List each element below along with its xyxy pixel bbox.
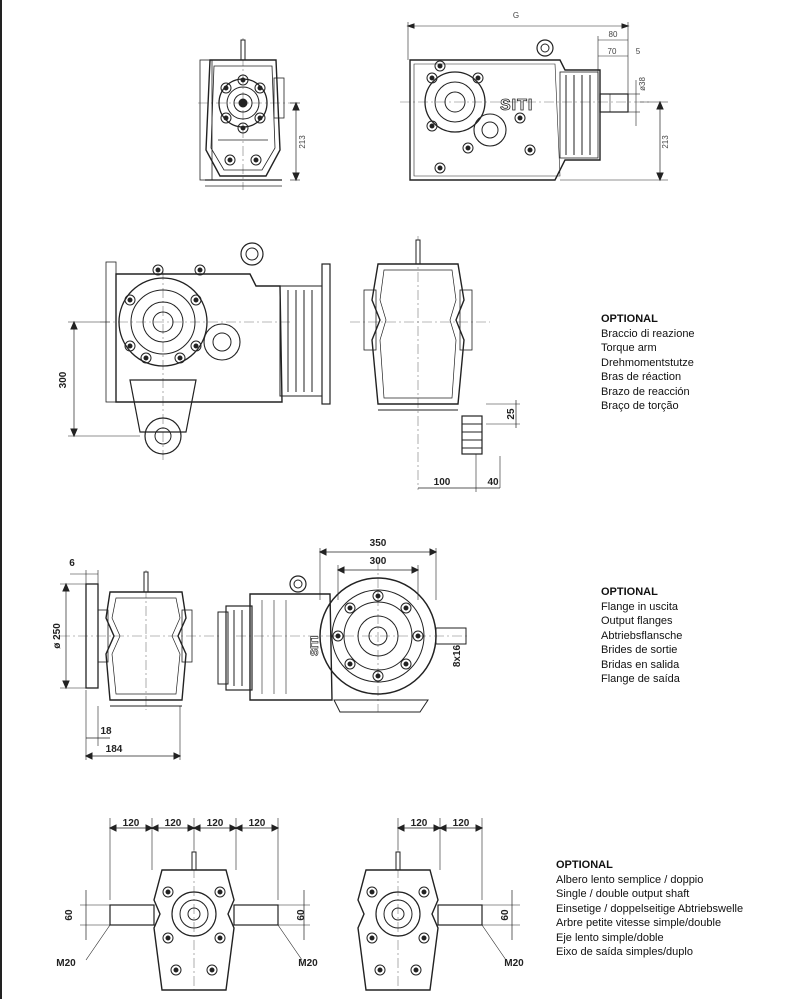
dim-60-a: 60 <box>64 909 75 921</box>
legend-line: Single / double output shaft <box>556 888 690 900</box>
dim-6: 6 <box>69 558 75 569</box>
legend-title: OPTIONAL <box>601 313 658 325</box>
legend-line: Albero lento semplice / doppio <box>556 873 704 886</box>
dim-120-c: 120 <box>207 818 224 829</box>
dim-350: 350 <box>370 538 387 549</box>
brand-mark-top: SITI <box>500 97 533 114</box>
legend-line: Brazo de reacción <box>601 385 690 398</box>
legend-output-flanges: OPTIONAL Flange in uscita Output flanges… <box>601 585 682 687</box>
legend-title: OPTIONAL <box>601 586 658 598</box>
legend-output-shaft: OPTIONAL Albero lento semplice / doppio … <box>556 858 743 960</box>
double-shaft-view <box>80 818 310 991</box>
dim-70: 70 <box>608 47 617 56</box>
dim-80: 80 <box>609 30 618 39</box>
dim-120-e: 120 <box>411 818 428 829</box>
torque-arm-side-view <box>350 236 520 492</box>
torque-arm-front-view <box>68 242 331 460</box>
legend-line: Bras de réaction <box>601 371 682 383</box>
dim-5: 5 <box>636 47 641 56</box>
dim-40: 40 <box>487 477 499 488</box>
legend-line: Bridas en salida <box>601 658 680 671</box>
dim-M20-c: M20 <box>504 958 524 969</box>
dim-38: ø38 <box>638 77 647 91</box>
dim-120-a: 120 <box>123 818 140 829</box>
dim-213-right: 213 <box>661 135 670 149</box>
flange-front-view <box>217 548 470 713</box>
legend-line: Output flanges <box>601 615 673 627</box>
dim-300-flange: 300 <box>370 556 387 567</box>
top-side-view <box>400 22 668 182</box>
legend-line: Braccio di reazione <box>601 327 695 340</box>
legend-line: Drehmomentstutze <box>601 356 694 369</box>
dim-60-c: 60 <box>500 909 511 921</box>
legend-line: Eixo de saída simples/duplo <box>556 946 693 958</box>
dim-213-left: 213 <box>298 135 307 149</box>
legend-line: Einsetige / doppelseitige Abtriebswelle <box>556 902 744 915</box>
single-shaft-view <box>357 818 520 991</box>
legend-line: Torque arm <box>601 342 657 354</box>
dim-G: G <box>513 11 519 20</box>
dim-120-b: 120 <box>165 818 182 829</box>
dim-18: 18 <box>100 726 112 737</box>
dim-300-torque: 300 <box>58 371 69 388</box>
flange-side-view <box>60 570 220 760</box>
top-front-view <box>198 38 300 190</box>
legend-line: Eje lento simple/doble <box>556 931 664 944</box>
dim-60-b: 60 <box>296 909 307 921</box>
brand-mark-flange: SITI <box>309 636 321 656</box>
dim-100: 100 <box>434 477 451 488</box>
legend-line: Flange de saída <box>601 673 680 685</box>
legend-torque-arm: OPTIONAL Braccio di reazione Torque arm … <box>601 312 695 414</box>
dim-25: 25 <box>506 408 517 420</box>
legend-line: Arbre petite vitesse simple/double <box>556 917 722 929</box>
dim-120-d: 120 <box>249 818 266 829</box>
legend-line: Braço de torção <box>601 400 679 412</box>
legend-line: Brides de sortie <box>601 644 678 656</box>
dim-M20-a: M20 <box>56 958 76 969</box>
dim-M20-b: M20 <box>298 958 318 969</box>
legend-title: OPTIONAL <box>556 859 613 871</box>
dim-8x16: 8x16 <box>452 644 463 667</box>
legend-line: Abtriebsflansche <box>601 629 683 642</box>
legend-line: Flange in uscita <box>601 600 679 613</box>
dim-184: 184 <box>106 744 123 755</box>
dim-120-f: 120 <box>453 818 470 829</box>
dim-250: ø 250 <box>52 623 63 649</box>
sheet-edge <box>0 0 2 999</box>
